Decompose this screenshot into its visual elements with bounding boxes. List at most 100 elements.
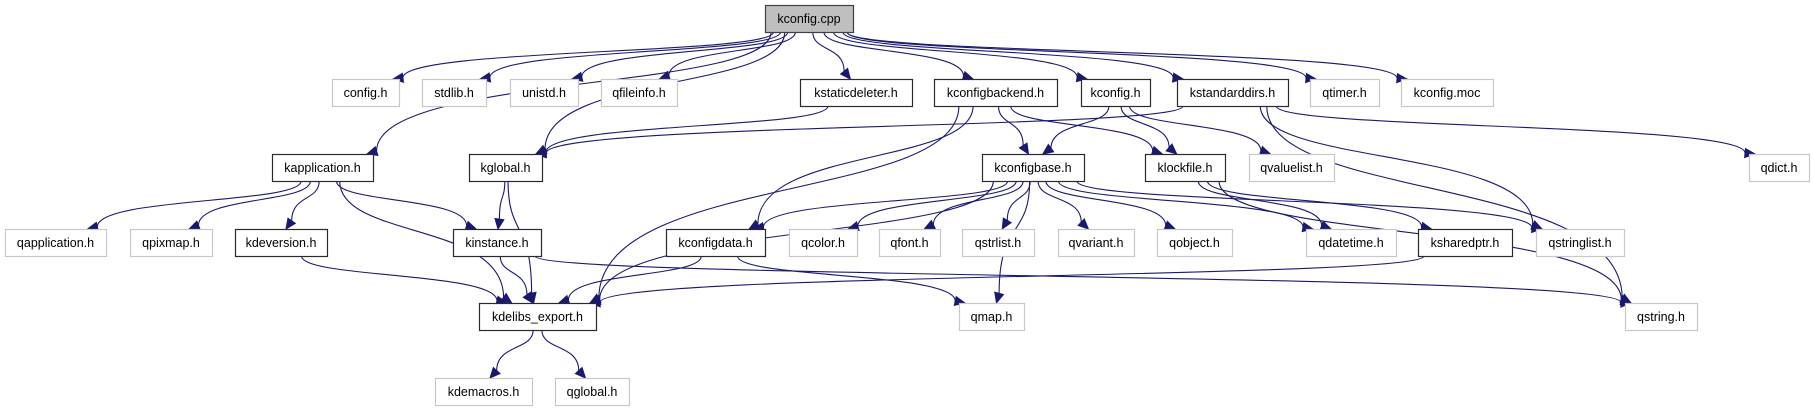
edge-line [1006, 180, 1031, 221]
node-label: qstring.h [1637, 310, 1685, 324]
node-label: qmap.h [971, 310, 1013, 324]
node-box [764, 4, 855, 34]
node-qstringlist-h: qstringlist.h [1535, 228, 1626, 258]
node-box [1748, 153, 1811, 183]
node-box [799, 78, 914, 108]
node-label: qvariant.h [1069, 236, 1124, 250]
arrowhead-icon [464, 220, 478, 231]
node-kstandarddirs-h[interactable]: kstandarddirs.h [1176, 78, 1290, 108]
edge-line [567, 255, 702, 300]
edge-kconfig-cpp-to-stdlib-h [478, 31, 782, 83]
node-box [1156, 228, 1234, 258]
edge-line [832, 31, 1078, 78]
node-box [788, 228, 859, 258]
edge-line [599, 255, 1425, 303]
node-kconfigbase-h[interactable]: kconfigbase.h [981, 153, 1086, 183]
edge-line [197, 180, 311, 226]
node-label: qstrlist.h [975, 236, 1022, 250]
node-label: kstaticdeleter.h [814, 86, 897, 100]
edge-line [1010, 105, 1154, 152]
edge-line [496, 329, 534, 371]
node-qobject-h: qobject.h [1156, 228, 1234, 258]
node-box [958, 302, 1026, 332]
arrowhead-icon [1165, 143, 1178, 155]
node-qvaluelist-h: qvaluelist.h [1248, 153, 1336, 183]
edge-kstandarddirs-h-to-kglobal-h [534, 105, 1184, 159]
edge-line [545, 105, 1184, 154]
node-label: qfileinfo.h [612, 86, 666, 100]
node-box [961, 228, 1036, 258]
edge-kconfigbackend-h-to-kconfigbase-h [997, 105, 1030, 156]
edge-line [997, 105, 1024, 146]
edge-line [499, 255, 528, 295]
node-label: kconfig.cpp [777, 12, 840, 26]
node-unistd-h: unistd.h [509, 78, 580, 108]
edge-line [498, 180, 506, 220]
edge-line [598, 105, 960, 299]
edge-kinstance-h-to-qstring-h [534, 255, 1633, 308]
edge-line [1045, 180, 1167, 226]
arrowhead-icon [1001, 217, 1013, 231]
edge-line [737, 255, 956, 302]
node-kdeversion-h[interactable]: kdeversion.h [234, 228, 329, 258]
node-label: qstringlist.h [1548, 236, 1611, 250]
node-label: kdemacros.h [448, 385, 520, 399]
node-kconfigdata-h[interactable]: kconfigdata.h [665, 228, 767, 258]
edge-line [545, 105, 829, 153]
node-label: klockfile.h [1158, 161, 1213, 175]
node-kglobal-h[interactable]: kglobal.h [468, 153, 544, 183]
arrowhead-icon [994, 291, 1005, 305]
node-kconfig-h[interactable]: kconfig.h [1080, 78, 1152, 108]
edge-line [339, 180, 505, 298]
node-klockfile-h[interactable]: klockfile.h [1144, 153, 1227, 183]
edge-line [1197, 180, 1323, 226]
node-kconfigbackend-h[interactable]: kconfigbackend.h [933, 78, 1059, 108]
edge-line [1057, 180, 1304, 228]
node-qdict-h: qdict.h [1748, 153, 1811, 183]
edge-line [757, 105, 974, 225]
node-box [1309, 78, 1381, 108]
node-label: stdlib.h [434, 86, 474, 100]
edge-kglobal-h-to-kinstance-h [494, 180, 506, 231]
edge-line [1120, 105, 1170, 148]
edge-kconfig-cpp-to-qfileinfo-h [658, 31, 796, 81]
node-label: qfont.h [890, 236, 928, 250]
node-label: qpixmap.h [142, 236, 200, 250]
node-label: kglobal.h [480, 161, 530, 175]
node-qcolor-h: qcolor.h [788, 228, 859, 258]
edge-kdelibs-export-h-to-qglobal-h [541, 329, 587, 379]
node-box [271, 153, 375, 183]
node-label: kstandarddirs.h [1190, 86, 1276, 100]
node-kapplication-h[interactable]: kapplication.h [271, 153, 375, 183]
arrowhead-icon [522, 291, 534, 305]
node-box [434, 377, 534, 407]
node-label: kdelibs_export.h [492, 310, 583, 324]
node-box [1057, 228, 1136, 258]
edge-line [291, 180, 320, 221]
node-qapplication-h: qapplication.h [4, 228, 108, 258]
node-box [933, 78, 1059, 108]
node-kconfig-cpp[interactable]: kconfig.cpp [764, 4, 855, 34]
edge-line [1050, 105, 1110, 149]
arrowhead-icon [489, 366, 501, 379]
edge-kconfigbase-h-to-qstrlist-h [1001, 180, 1031, 231]
node-label: kdeversion.h [246, 236, 317, 250]
node-ksharedptr-h[interactable]: ksharedptr.h [1417, 228, 1514, 258]
node-box [452, 228, 543, 258]
node-label: kapplication.h [284, 161, 360, 175]
edge-kconfig-cpp-to-config-h [391, 31, 775, 83]
node-kinstance-h[interactable]: kinstance.h [452, 228, 543, 258]
edge-line [1259, 105, 1534, 225]
node-label: qvaluelist.h [1260, 161, 1323, 175]
edge-kconfigdata-h-to-kdelibs-export-h [557, 255, 702, 305]
edge-line [932, 180, 1024, 225]
node-label: qtimer.h [1322, 86, 1367, 100]
edge-kapplication-h-to-kinstance-h [335, 180, 478, 231]
node-kdelibs-export-h[interactable]: kdelibs_export.h [478, 302, 598, 332]
node-kdemacros-h: kdemacros.h [434, 377, 534, 407]
edge-kconfig-h-to-klockfile-h [1120, 105, 1178, 155]
node-kstaticdeleter-h[interactable]: kstaticdeleter.h [799, 78, 914, 108]
edge-line [823, 31, 965, 77]
edge-kconfig-cpp-to-kstaticdeleter-h [812, 31, 852, 80]
